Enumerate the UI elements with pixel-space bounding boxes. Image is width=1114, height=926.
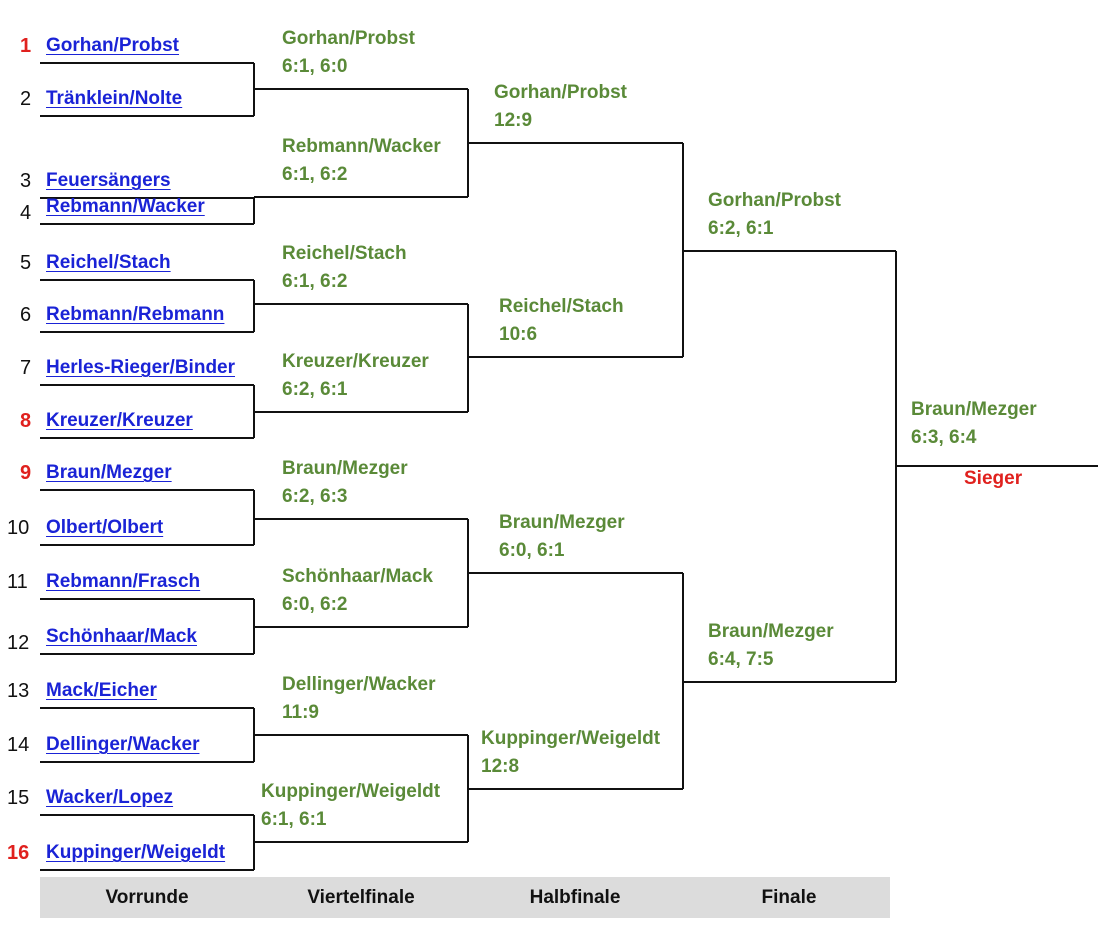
player-name[interactable]: Tränklein/Nolte: [46, 88, 183, 109]
winner-name: Braun/Mezger: [282, 458, 408, 479]
player-name[interactable]: Olbert/Olbert: [46, 517, 164, 538]
winner-name: Schönhaar/Mack: [282, 566, 433, 587]
winner-name: Reichel/Stach: [499, 296, 624, 317]
winner-label: Sieger: [964, 468, 1023, 489]
player-name[interactable]: Dellinger/Wacker: [46, 734, 200, 755]
match-score: 6:2, 6:1: [708, 218, 774, 239]
seed-number: 10: [7, 517, 30, 539]
quarterfinal-result: Gorhan/Probst 6:1, 6:0: [282, 25, 415, 81]
player-name[interactable]: Wacker/Lopez: [46, 787, 174, 808]
footer-vorrunde: Vorrunde: [105, 887, 189, 908]
round-footer: Vorrunde Viertelfinale Halbfinale Finale: [40, 877, 890, 918]
player-name[interactable]: Braun/Mezger: [46, 462, 172, 483]
seed-number: 9: [20, 462, 32, 484]
quarterfinal-result: Kreuzer/Kreuzer 6:2, 6:1: [282, 348, 429, 404]
match-score: 6:1, 6:2: [282, 271, 348, 292]
winner-name: Dellinger/Wacker: [282, 674, 436, 695]
player-name[interactable]: Herles-Rieger/Binder: [46, 357, 236, 378]
match-score: 6:1, 6:1: [261, 809, 327, 830]
seed-number: 5: [20, 252, 32, 274]
quarterfinal-result: Reichel/Stach 6:1, 6:2: [282, 240, 407, 296]
match-score: 6:2, 6:3: [282, 486, 348, 507]
champion-result: Braun/Mezger 6:3, 6:4: [911, 396, 1037, 452]
player-name[interactable]: Rebmann/Wacker: [46, 196, 205, 217]
seed-number: 12: [7, 632, 30, 654]
seed-number: 3: [20, 170, 32, 192]
seed-number: 2: [20, 88, 32, 110]
winner-name: Gorhan/Probst: [494, 82, 628, 103]
seed-number: 8: [20, 410, 32, 432]
champion-name: Braun/Mezger: [911, 399, 1037, 420]
final-result: Gorhan/Probst 6:2, 6:1: [708, 187, 841, 243]
seed-number: 7: [20, 357, 32, 379]
player-name[interactable]: Gorhan/Probst: [46, 35, 180, 56]
winner-name: Gorhan/Probst: [282, 28, 416, 49]
match-score: 10:6: [499, 324, 538, 345]
seed-number: 6: [20, 304, 32, 326]
match-score: 6:0, 6:1: [499, 540, 565, 561]
winner-name: Kuppinger/Weigeldt: [481, 728, 661, 749]
footer-finale: Finale: [761, 887, 817, 908]
player-name[interactable]: Rebmann/Frasch: [46, 571, 201, 592]
player-name[interactable]: Rebmann/Rebmann: [46, 304, 225, 325]
player-name[interactable]: Mack/Eicher: [46, 680, 157, 701]
quarterfinal-result: Schönhaar/Mack 6:0, 6:2: [282, 563, 433, 619]
quarterfinal-result: Kuppinger/Weigeldt 6:1, 6:1: [261, 778, 440, 834]
match-score: 6:1, 6:2: [282, 164, 348, 185]
winner-name: Braun/Mezger: [499, 512, 625, 533]
final-result: Braun/Mezger 6:4, 7:5: [708, 618, 834, 674]
seed-number: 15: [7, 787, 30, 809]
seed-number: 1: [20, 35, 32, 57]
match-score: 12:8: [481, 756, 520, 777]
match-score: 6:2, 6:1: [282, 379, 348, 400]
footer-viertelfinale: Viertelfinale: [307, 887, 415, 908]
seed-number: 13: [7, 680, 30, 702]
seed-number: 4: [20, 202, 32, 224]
quarterfinal-result: Rebmann/Wacker 6:1, 6:2: [282, 133, 441, 189]
footer-halbfinale: Halbfinale: [529, 887, 621, 908]
seed-number: 11: [7, 571, 28, 593]
match-score: 12:9: [494, 110, 533, 131]
winner-name: Gorhan/Probst: [708, 190, 842, 211]
semifinal-result: Braun/Mezger 6:0, 6:1: [499, 509, 625, 565]
quarterfinal-result: Braun/Mezger 6:2, 6:3: [282, 455, 408, 511]
semifinal-result: Gorhan/Probst 12:9: [494, 79, 627, 135]
match-score: 6:4, 7:5: [708, 649, 774, 670]
match-score: 11:9: [282, 702, 319, 723]
match-score: 6:1, 6:0: [282, 56, 348, 77]
seed-number: 16: [7, 842, 30, 864]
winner-name: Rebmann/Wacker: [282, 136, 441, 157]
player-name[interactable]: Reichel/Stach: [46, 252, 171, 273]
player-name[interactable]: Feuersängers: [46, 170, 171, 191]
winner-name: Reichel/Stach: [282, 243, 407, 264]
quarterfinal-result: Dellinger/Wacker 11:9: [282, 671, 435, 727]
player-name[interactable]: Kuppinger/Weigeldt: [46, 842, 226, 863]
winner-name: Braun/Mezger: [708, 621, 834, 642]
winner-name: Kreuzer/Kreuzer: [282, 351, 429, 372]
semifinal-result: Kuppinger/Weigeldt 12:8: [481, 725, 660, 781]
seed-number: 14: [7, 734, 30, 756]
player-name[interactable]: Schönhaar/Mack: [46, 626, 197, 647]
player-name[interactable]: Kreuzer/Kreuzer: [46, 410, 193, 431]
winner-name: Kuppinger/Weigeldt: [261, 781, 441, 802]
champion-score: 6:3, 6:4: [911, 427, 977, 448]
semifinal-result: Reichel/Stach 10:6: [499, 293, 624, 349]
match-score: 6:0, 6:2: [282, 594, 348, 615]
